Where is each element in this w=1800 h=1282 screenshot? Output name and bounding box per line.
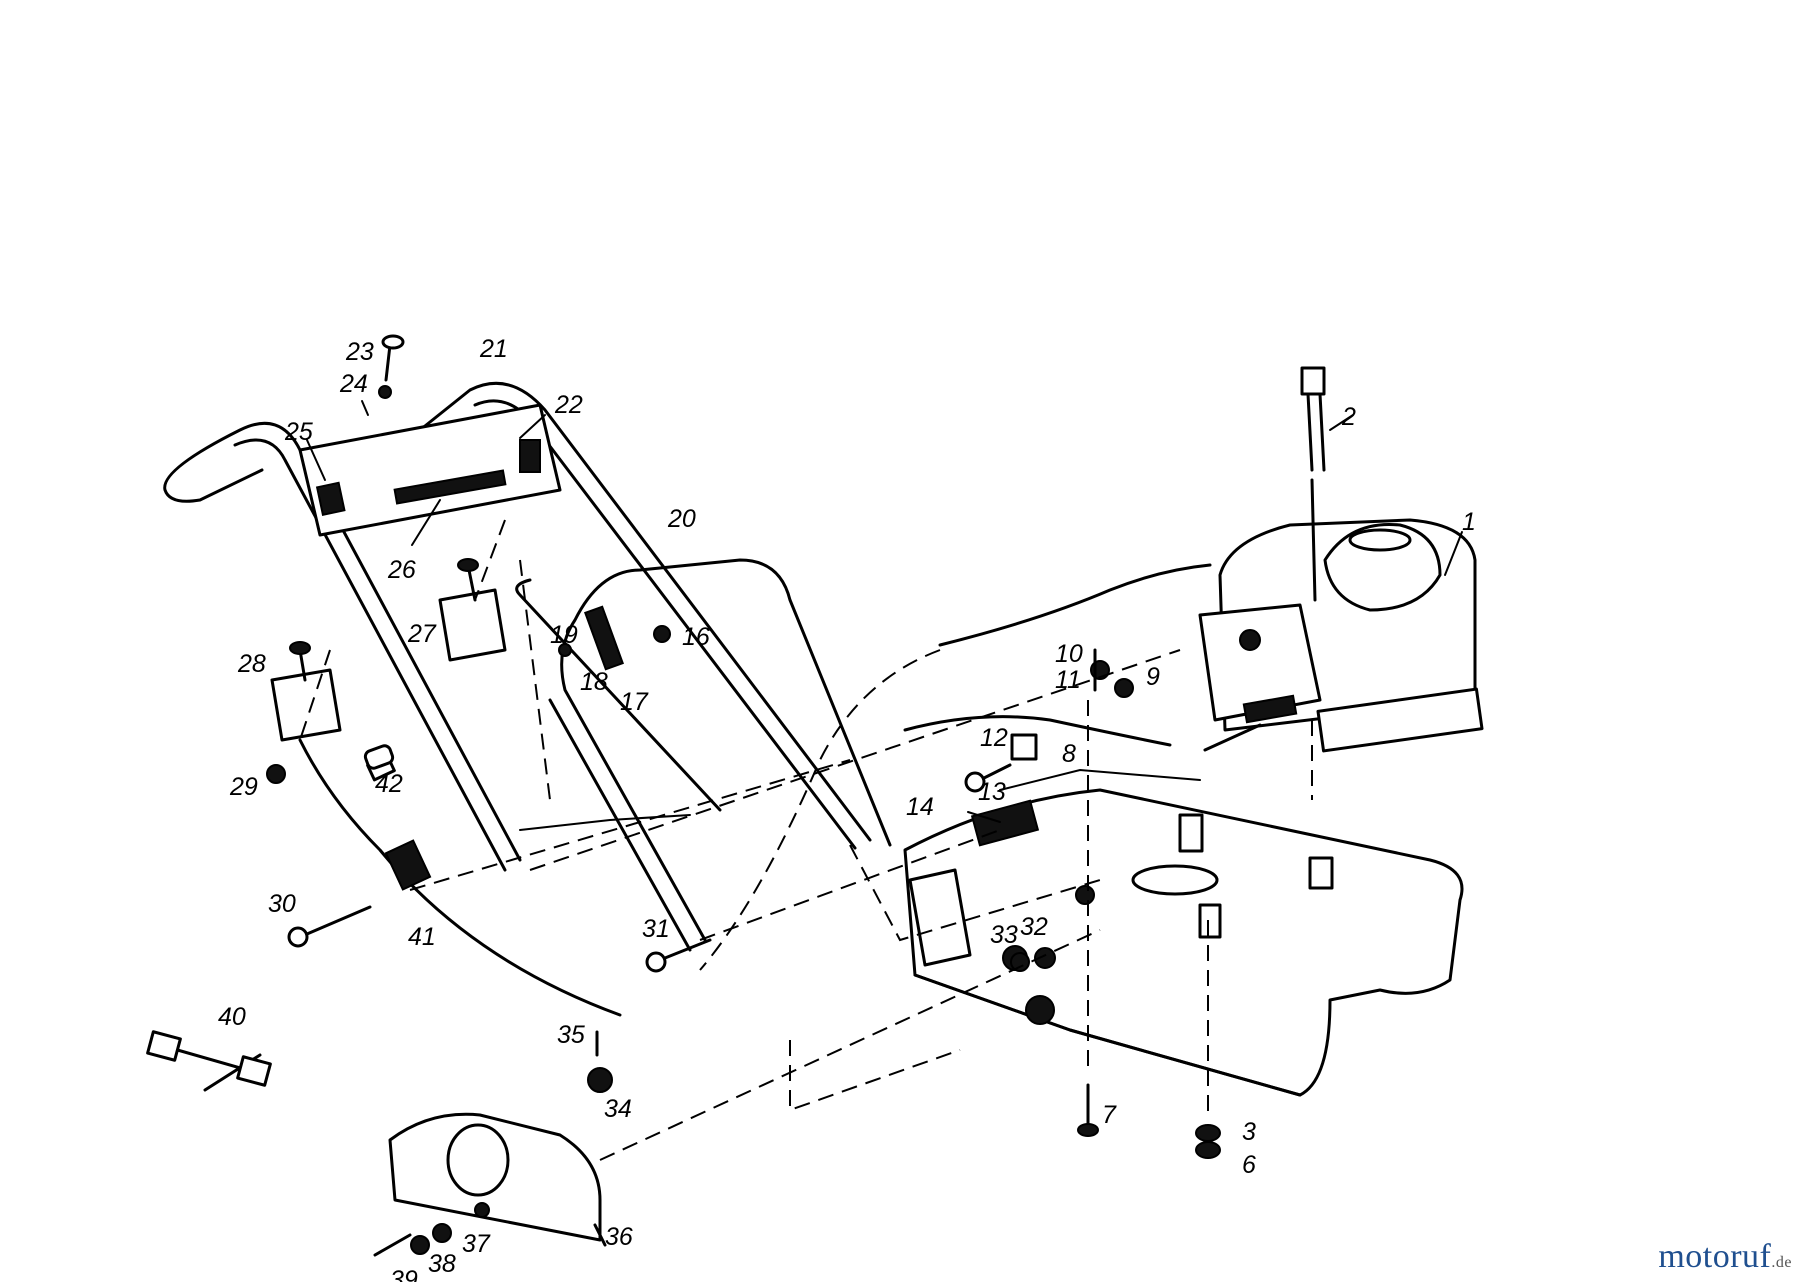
- callout-18: 18: [580, 668, 608, 696]
- callout-30: 30: [268, 890, 296, 918]
- callout-37: 37: [462, 1230, 491, 1258]
- callout-21: 21: [479, 335, 508, 363]
- brand-watermark: motoruf.de: [1658, 1238, 1792, 1276]
- upper-handlebar: [163, 381, 872, 872]
- engine: [1198, 366, 1484, 753]
- assembly-guide-lines: [299, 519, 1313, 1161]
- watermark-tld: .de: [1771, 1254, 1792, 1271]
- callout-19: 19: [550, 621, 578, 649]
- callout-9: 9: [1146, 663, 1160, 691]
- callout-17: 17: [620, 688, 649, 716]
- callout-14: 14: [906, 793, 934, 821]
- fasteners: [266, 334, 1221, 1257]
- callout-36: 36: [605, 1223, 633, 1251]
- callout-27: 27: [407, 620, 437, 648]
- callout-29: 29: [229, 773, 258, 801]
- callout-16: 16: [682, 623, 710, 651]
- callout-1: 1: [1462, 508, 1476, 536]
- callout-25: 25: [284, 418, 313, 446]
- lower-handle-bail: [515, 558, 892, 952]
- callout-42: 42: [375, 770, 403, 798]
- callout-35: 35: [557, 1021, 585, 1049]
- callout-22: 22: [554, 391, 583, 419]
- callout-6: 6: [1242, 1151, 1256, 1179]
- callout-7: 7: [1102, 1101, 1117, 1129]
- callout-28: 28: [237, 650, 266, 678]
- callout-2: 2: [1341, 403, 1356, 431]
- callout-20: 20: [667, 505, 696, 533]
- callout-41: 41: [408, 923, 436, 951]
- callout-3: 3: [1242, 1118, 1256, 1146]
- accessory-part-40: [146, 1030, 272, 1092]
- watermark-brand: motoruf: [1658, 1238, 1772, 1275]
- callout-8: 8: [1062, 740, 1076, 768]
- callout-38: 38: [428, 1250, 456, 1278]
- callout-labels: 1 2 3 6 7 8 9 10 11 12 13 14 16 17 18 19…: [218, 335, 1476, 1282]
- mower-deck: [903, 768, 1464, 1097]
- callout-26: 26: [387, 556, 416, 584]
- callout-31: 31: [642, 915, 670, 943]
- callout-10: 10: [1055, 640, 1083, 668]
- callout-24: 24: [339, 370, 368, 398]
- callout-23: 23: [345, 338, 374, 366]
- control-levers: [270, 558, 507, 742]
- leader-lines: [306, 400, 1463, 823]
- callout-12: 12: [980, 724, 1008, 752]
- callout-32: 32: [1020, 913, 1048, 941]
- callout-13: 13: [978, 778, 1006, 806]
- callout-11: 11: [1055, 666, 1081, 694]
- callout-34: 34: [604, 1095, 632, 1123]
- callout-40: 40: [218, 1003, 246, 1031]
- callout-39: 39: [390, 1266, 418, 1282]
- callout-33: 33: [990, 921, 1018, 949]
- rear-cover: [388, 1112, 607, 1247]
